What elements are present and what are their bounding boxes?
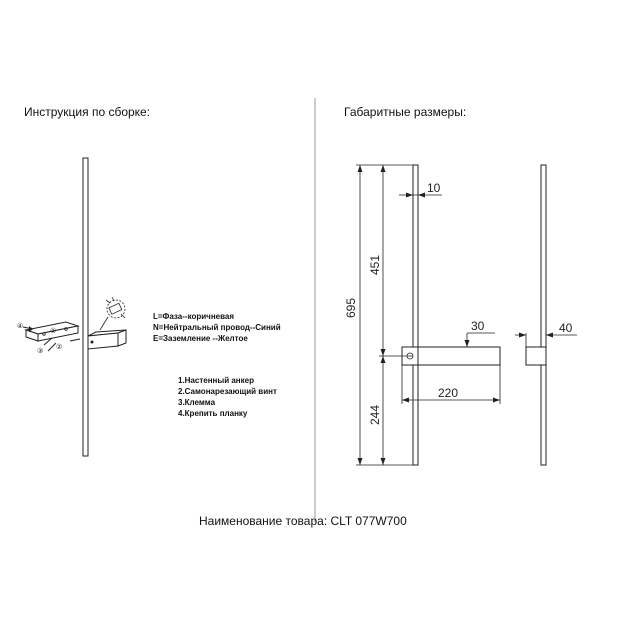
- wiring-line-neutral: N=Нейтральный провод--Синий: [153, 323, 281, 332]
- callout-3: ③: [37, 347, 43, 355]
- lamp-body: [82, 157, 89, 457]
- wiring-line-earth: E=Заземление --Желтое: [153, 334, 248, 343]
- front-bar: [412, 164, 419, 466]
- callout-2: ②: [56, 344, 62, 351]
- dim-text-10: 10: [427, 181, 441, 195]
- detail-leader: [99, 316, 109, 331]
- fix-arrow: [69, 338, 81, 342]
- arrow-head-1: [29, 326, 33, 332]
- connector-detail-circle: [106, 299, 126, 319]
- plate-hole-2: [64, 327, 68, 331]
- assembly-drawing: ④ ① ② ③: [17, 157, 127, 457]
- dim-text-40: 40: [559, 321, 573, 335]
- dim-text-220: 220: [438, 386, 458, 400]
- terminal-block: [108, 302, 123, 315]
- step-2: 2.Самонарезающий винт: [178, 387, 277, 396]
- dim-text-695: 695: [344, 298, 358, 318]
- plate-hole-1: [42, 332, 46, 336]
- screw-arrow-3: [43, 337, 53, 346]
- wire-1: [105, 299, 111, 304]
- front-bracket: [417, 346, 501, 366]
- bracket-side: [117, 329, 127, 347]
- side-bracket: [525, 346, 547, 366]
- dim-text-451: 451: [368, 255, 382, 275]
- callout-4: ④: [17, 322, 23, 330]
- dim-text-244: 244: [368, 405, 382, 425]
- assembly-heading: Инструкция по сборке:: [24, 105, 151, 119]
- dimensions-heading: Габаритные размеры:: [344, 105, 467, 119]
- step-3: 3.Клемма: [178, 398, 216, 407]
- step-1: 1.Настенный анкер: [178, 376, 254, 385]
- bracket-screw: [90, 340, 94, 344]
- wiring-line-phase: L=Фаза--коричневая: [153, 312, 235, 321]
- product-name: Наименование товара: CLT 077W700: [199, 514, 407, 528]
- dim-text-30: 30: [471, 319, 485, 333]
- side-bar: [540, 164, 547, 466]
- wiring-legend: L=Фаза--коричневая N=Нейтральный провод-…: [153, 311, 281, 344]
- dimension-drawing: 695 451 244 10 30 220 40: [344, 164, 577, 466]
- wire-3: [120, 313, 126, 319]
- arrowheads: [357, 165, 553, 465]
- callout-1: ①: [50, 327, 56, 335]
- screw-arrow-2: [47, 342, 57, 352]
- steps-list: 1.Настенный анкер 2.Самонарезающий винт …: [178, 375, 277, 419]
- step-4: 4.Крепить планку: [178, 409, 248, 418]
- wire-2: [111, 296, 115, 302]
